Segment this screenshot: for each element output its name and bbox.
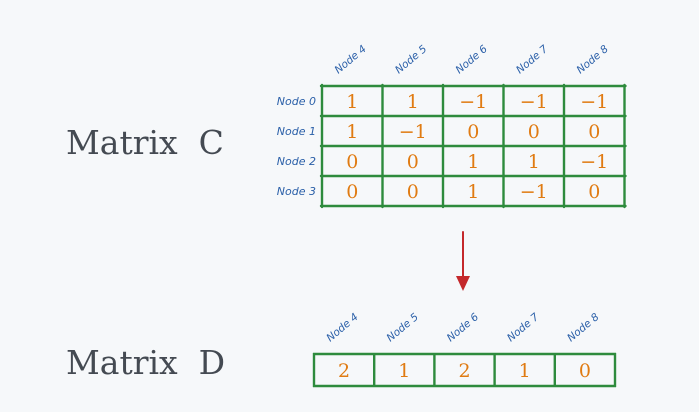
arrow-head [456, 276, 470, 291]
matrix-c-cell-value: 1 [407, 91, 419, 113]
matrix-d-column-header: Node 7 [505, 311, 542, 344]
matrix-c-cell-value: 0 [588, 181, 600, 203]
matrix-c-cell-value: 0 [346, 181, 358, 203]
matrix-c-cell-value: −1 [459, 91, 487, 113]
matrix-d-column-header: Node 4 [324, 311, 360, 344]
matrix-c-cell-value: −1 [580, 151, 608, 173]
matrix-d-cell-value: 0 [579, 360, 591, 382]
matrix-c-cell-value: 0 [407, 151, 419, 173]
matrix-d-column-header: Node 8 [565, 311, 602, 344]
matrix-c-cell-value: 0 [346, 151, 358, 173]
matrix-d-cell-value: 2 [458, 360, 470, 382]
matrix-c-cell-value: 1 [467, 181, 479, 203]
matrix-d-cell-value: 2 [338, 360, 350, 382]
matrix-c-column-header: Node 5 [393, 43, 430, 76]
matrix-c-cell-value: −1 [399, 121, 427, 143]
matrix-c-cell-value: −1 [580, 91, 608, 113]
matrix-c-cell-value: 0 [588, 121, 600, 143]
matrix-c-cell-value: 0 [407, 181, 419, 203]
matrix-c-cell-value: 1 [528, 151, 540, 173]
matrix-d-label: Matrix D [66, 343, 226, 382]
matrix-c-row-header: Node 2 [277, 155, 316, 168]
matrix-c-cell-value: 1 [346, 121, 358, 143]
matrix-c-cell-value: −1 [520, 91, 548, 113]
matrix-c-cell-value: 1 [346, 91, 358, 113]
matrix-c-row-header: Node 3 [277, 185, 316, 198]
matrix-c-column-header: Node 4 [332, 43, 368, 76]
matrix-d-column-header: Node 5 [385, 311, 422, 344]
matrix-c-cell-value: 1 [467, 151, 479, 173]
transform-arrow [456, 231, 470, 291]
matrix-c-column-header: Node 6 [453, 43, 490, 76]
matrix-c-column-header: Node 8 [574, 43, 611, 76]
matrix-c-label: Matrix C [66, 123, 224, 162]
matrix-d-cell-value: 1 [519, 360, 531, 382]
matrix-d: Node 4 Node 5 Node 6 Node 7 Node 8 2 1 2 1 0 [312, 311, 617, 388]
matrix-c-cell-value: 0 [467, 121, 479, 143]
matrix-d-column-header: Node 6 [445, 311, 482, 344]
matrix-c-row-header: Node 0 [277, 95, 316, 108]
matrix-c-cell-value: −1 [520, 181, 548, 203]
matrix-c: Node 4 Node 5 Node 6 Node 7 Node 8 Node 0 Node… [277, 43, 627, 209]
matrix-c-column-header: Node 7 [514, 43, 551, 76]
matrix-d-cell-value: 1 [398, 360, 410, 382]
matrix-c-cell-value: 0 [528, 121, 540, 143]
matrix-c-row-header: Node 1 [277, 125, 316, 138]
